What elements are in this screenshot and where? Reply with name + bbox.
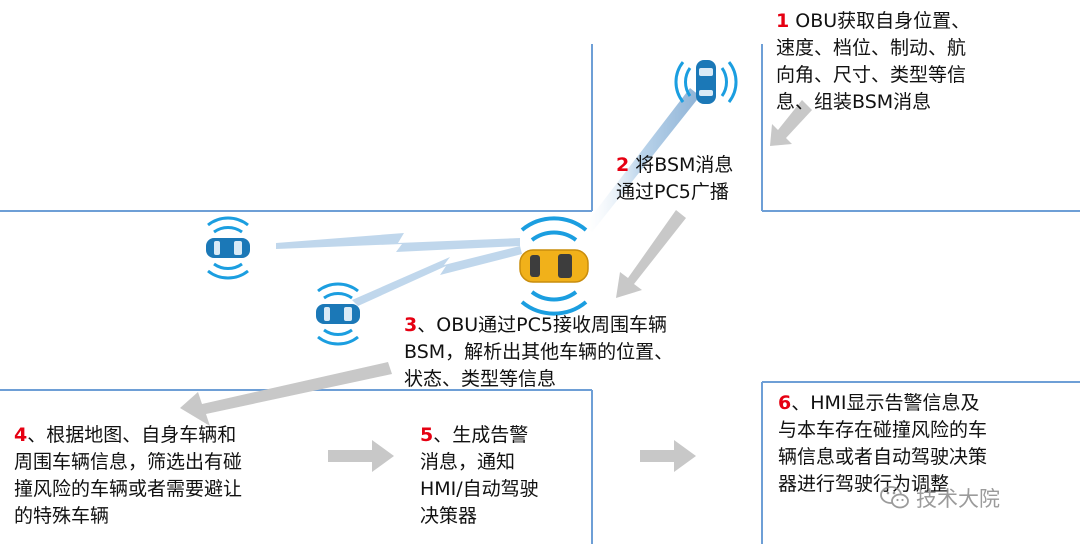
other-car-top [674, 60, 738, 104]
step-3-text: 3、OBU通过PC5接收周围车辆 BSM，解析出其他车辆的位置、 状态、类型等信… [404, 312, 673, 393]
step-line: 、OBU通过PC5接收周围车辆 [417, 314, 667, 336]
arrow-step5-to-step6 [640, 440, 696, 472]
other-car-left [206, 216, 250, 280]
step-line: 、生成告警 [433, 424, 529, 446]
radio-link-top-car [584, 88, 700, 232]
step-4-text: 4、根据地图、自身车辆和 周围车辆信息，筛选出有碰 撞风险的车辆或者需要避让 的… [14, 422, 242, 530]
step-line: 状态、类型等信息 [404, 368, 557, 390]
arrow-step1-to-car [770, 100, 812, 146]
watermark-text: 技术大院 [916, 487, 1000, 511]
flow-arrows [180, 100, 812, 472]
step-line: 通过PC5广播 [616, 181, 729, 203]
step-line: 、根据地图、自身车辆和 [27, 424, 237, 446]
step-line: 撞风险的车辆或者需要避让 [14, 478, 243, 500]
watermark: 技术大院 [880, 478, 1060, 518]
step-line: 辆信息或者自动驾驶决策 [778, 446, 988, 468]
radio-link-lower-car [352, 246, 522, 306]
step-line: 消息，通知 [420, 451, 516, 473]
step-line: 息、组装BSM消息 [776, 91, 932, 113]
wechat-icon [880, 486, 909, 509]
step-number: 5 [420, 424, 434, 446]
step-5-text: 5、生成告警 消息，通知 HMI/自动驾驶 决策器 [420, 422, 539, 530]
arrow-step2-to-step3 [616, 210, 686, 298]
arrow-step4-to-step5 [328, 440, 394, 472]
radio-link-left-car [276, 233, 520, 252]
step-6-text: 6、HMI显示告警信息及 与本车存在碰撞风险的车 辆信息或者自动驾驶决策 器进行… [778, 390, 987, 498]
step-line: HMI/自动驾驶 [420, 478, 539, 500]
step-line: 器进行驾驶行为调整 [778, 473, 950, 495]
ego-car [519, 216, 589, 316]
step-line: 将BSM消息 [629, 154, 734, 176]
step-number: 1 [776, 10, 790, 32]
step-line: 向角、尺寸、类型等信 [776, 64, 967, 86]
step-number: 2 [616, 154, 630, 176]
step-line: 速度、档位、制动、航 [776, 37, 967, 59]
step-number: 4 [14, 424, 28, 446]
step-line: BSM，解析出其他车辆的位置、 [404, 341, 674, 363]
arrow-step3-to-step4 [180, 362, 392, 426]
step-number: 6 [778, 392, 792, 414]
step-line: 周围车辆信息，筛选出有碰 [14, 451, 243, 473]
radio-links [276, 88, 700, 306]
step-line: 与本车存在碰撞风险的车 [778, 419, 988, 441]
step-1-text: 1 OBU获取自身位置、 速度、档位、制动、航 向角、尺寸、类型等信 息、组装B… [776, 8, 970, 116]
step-line: OBU获取自身位置、 [789, 10, 971, 32]
step-2-text: 2 将BSM消息 通过PC5广播 [616, 152, 733, 206]
step-line: 决策器 [420, 505, 478, 527]
step-line: 、HMI显示告警信息及 [791, 392, 980, 414]
other-car-lower [316, 282, 360, 346]
step-line: 的特殊车辆 [14, 505, 110, 527]
step-number: 3 [404, 314, 418, 336]
